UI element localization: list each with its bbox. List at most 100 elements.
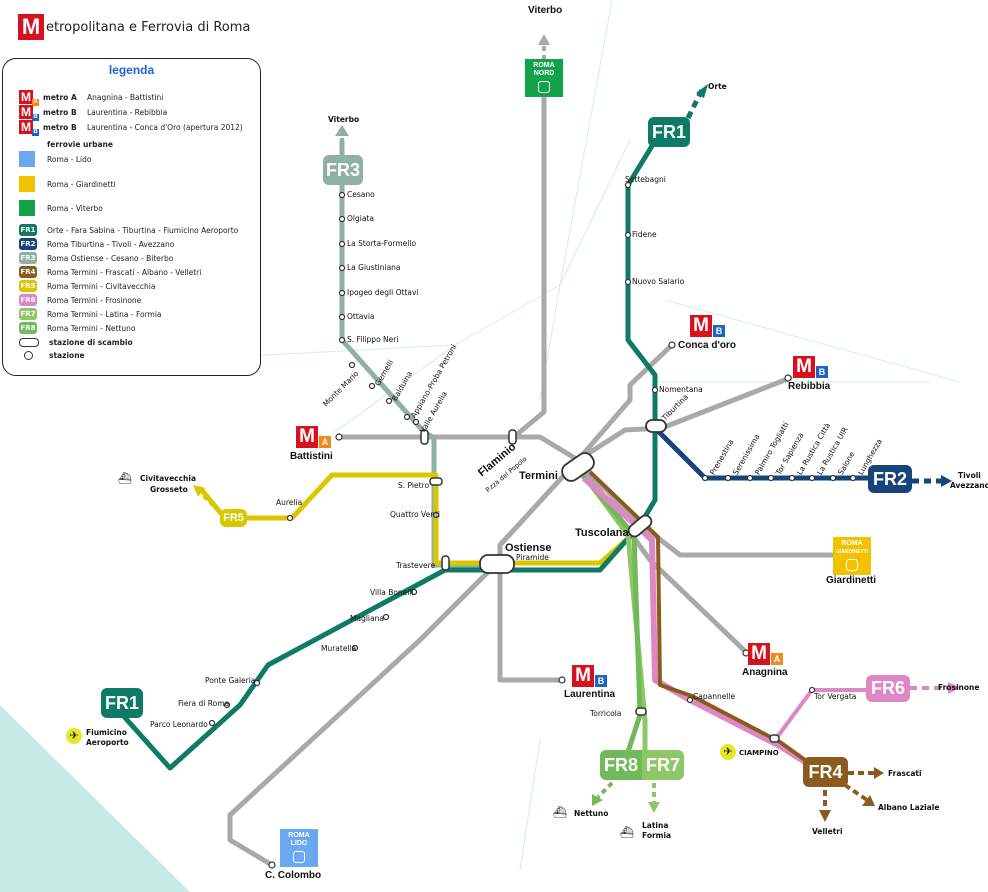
station-piramide: Piramide	[516, 553, 549, 562]
dest-fiumicino: Fiumicino	[86, 728, 127, 737]
dest-albano: Albano Laziale	[878, 803, 940, 812]
station-nomentana: Nomentana	[659, 385, 703, 394]
plane-icon-fiumicino: ✈	[66, 728, 82, 744]
hub-giardinetti: Giardinetti	[826, 575, 877, 586]
train-icon	[293, 851, 305, 863]
hub-ostiense: Ostiense	[505, 542, 552, 554]
station-muratella: Muratella	[321, 644, 357, 653]
dest-ciampino: CIAMPINO	[739, 749, 779, 757]
dest-formia: Formia	[642, 831, 672, 840]
dest-viterbo-top: Viterbo	[528, 5, 563, 16]
fr7-badge: FR7	[642, 750, 684, 780]
station-aurelia: Aurelia	[276, 498, 303, 507]
ship-icon-civitavecchia: ⛴	[118, 473, 132, 485]
station-tor-vergata: Tor Vergata	[814, 692, 857, 701]
station-battistini: Battistini	[290, 451, 333, 462]
fr5-badge: FR5	[220, 509, 247, 527]
station-filippo: S. Filippo Neri	[347, 335, 399, 344]
plane-icon-ciampino: ✈	[720, 744, 736, 760]
fr6-badge: FR6	[866, 675, 910, 702]
train-icon	[538, 81, 550, 93]
station-giustiniana: La Giustiniana	[347, 263, 401, 272]
giardinetti-icon	[19, 176, 35, 192]
viterbo-icon	[19, 200, 35, 216]
dest-viterbo-fr3: Viterbo	[328, 115, 360, 124]
station-laurentina: Laurentina	[564, 689, 616, 700]
legend-giardinetti: Roma - Giardinetti	[19, 176, 115, 192]
exchange-pill-icon	[19, 338, 39, 347]
legend-lido: Roma - Lido	[19, 151, 91, 167]
station-salario: Nuovo Salario	[632, 277, 685, 286]
ship-icon-formia: ⛴	[620, 827, 634, 839]
legend-urban-header: ferrovie urbane	[47, 140, 113, 149]
legend-station: stazione	[19, 351, 85, 360]
station-fidene: Fidene	[632, 230, 657, 239]
lido-icon	[19, 151, 35, 167]
dest-nettuno: Nettuno	[574, 809, 609, 818]
ship-icon-nettuno: ⛴	[553, 807, 567, 819]
map-title: etropolitana e Ferrovia di Roma	[46, 19, 251, 35]
legend-exchange: stazione di scambio	[19, 338, 133, 347]
station-villa-bonelli: Villa Bonelli	[370, 588, 414, 597]
dest-avezzano: Avezzano	[950, 481, 988, 490]
fr4-badge: FR4	[803, 757, 848, 787]
station-ponte-galeria: Ponte Galeria	[205, 676, 256, 685]
fr1-top-badge: FR1	[648, 117, 690, 147]
station-s-pietro: S. Pietro	[398, 481, 430, 490]
station-anagnina: Anagnina	[742, 667, 788, 678]
station-cesano: Cesano	[347, 190, 375, 199]
hub-termini: Termini	[519, 470, 558, 482]
station-fiera-di-roma: Fiera di Roma	[178, 699, 230, 708]
station-ottavia: Ottavia	[347, 312, 375, 321]
legend-title: legenda	[108, 63, 155, 77]
dest-tivoli: Tivoli	[958, 471, 981, 480]
station-conca-doro: Conca d'oro	[678, 340, 736, 351]
fr2-badge: FR2	[868, 465, 912, 493]
station-settebagni: Settebagni	[625, 175, 666, 184]
dest-frascati: Frascati	[888, 769, 922, 778]
metro-logo: M	[18, 14, 44, 40]
legend-viterbo: Roma - Viterbo	[19, 200, 103, 216]
fr3-badge: FR3	[323, 155, 363, 185]
hub-tuscolana: Tuscolana	[575, 527, 629, 539]
dest-orte: Orte	[708, 82, 727, 91]
dest-grosseto: Grosseto	[150, 485, 188, 494]
station-dot-icon	[24, 351, 33, 360]
station-torricola: Torricola	[590, 709, 622, 718]
fr1-bottom-badge: FR1	[101, 688, 143, 718]
dest-civitavecchia: Civitavecchia	[140, 474, 197, 483]
hub-c-colombo: C. Colombo	[265, 870, 322, 881]
station-quattro-venti: Quattro Venti	[390, 510, 440, 519]
station-capannelle: Capannelle	[693, 692, 736, 701]
station-ipogeo: Ipogeo degli Ottavi	[347, 288, 419, 297]
dest-aeroporto: Aeroporto	[86, 738, 129, 747]
train-icon	[846, 559, 858, 571]
station-olgiata: Olgiata	[347, 214, 374, 223]
map-header: M etropolitana e Ferrovia di Roma	[18, 14, 250, 40]
station-rebibbia: Rebibbia	[788, 381, 831, 392]
dest-velletri: Velletri	[812, 827, 843, 836]
dest-latina: Latina	[642, 821, 669, 830]
